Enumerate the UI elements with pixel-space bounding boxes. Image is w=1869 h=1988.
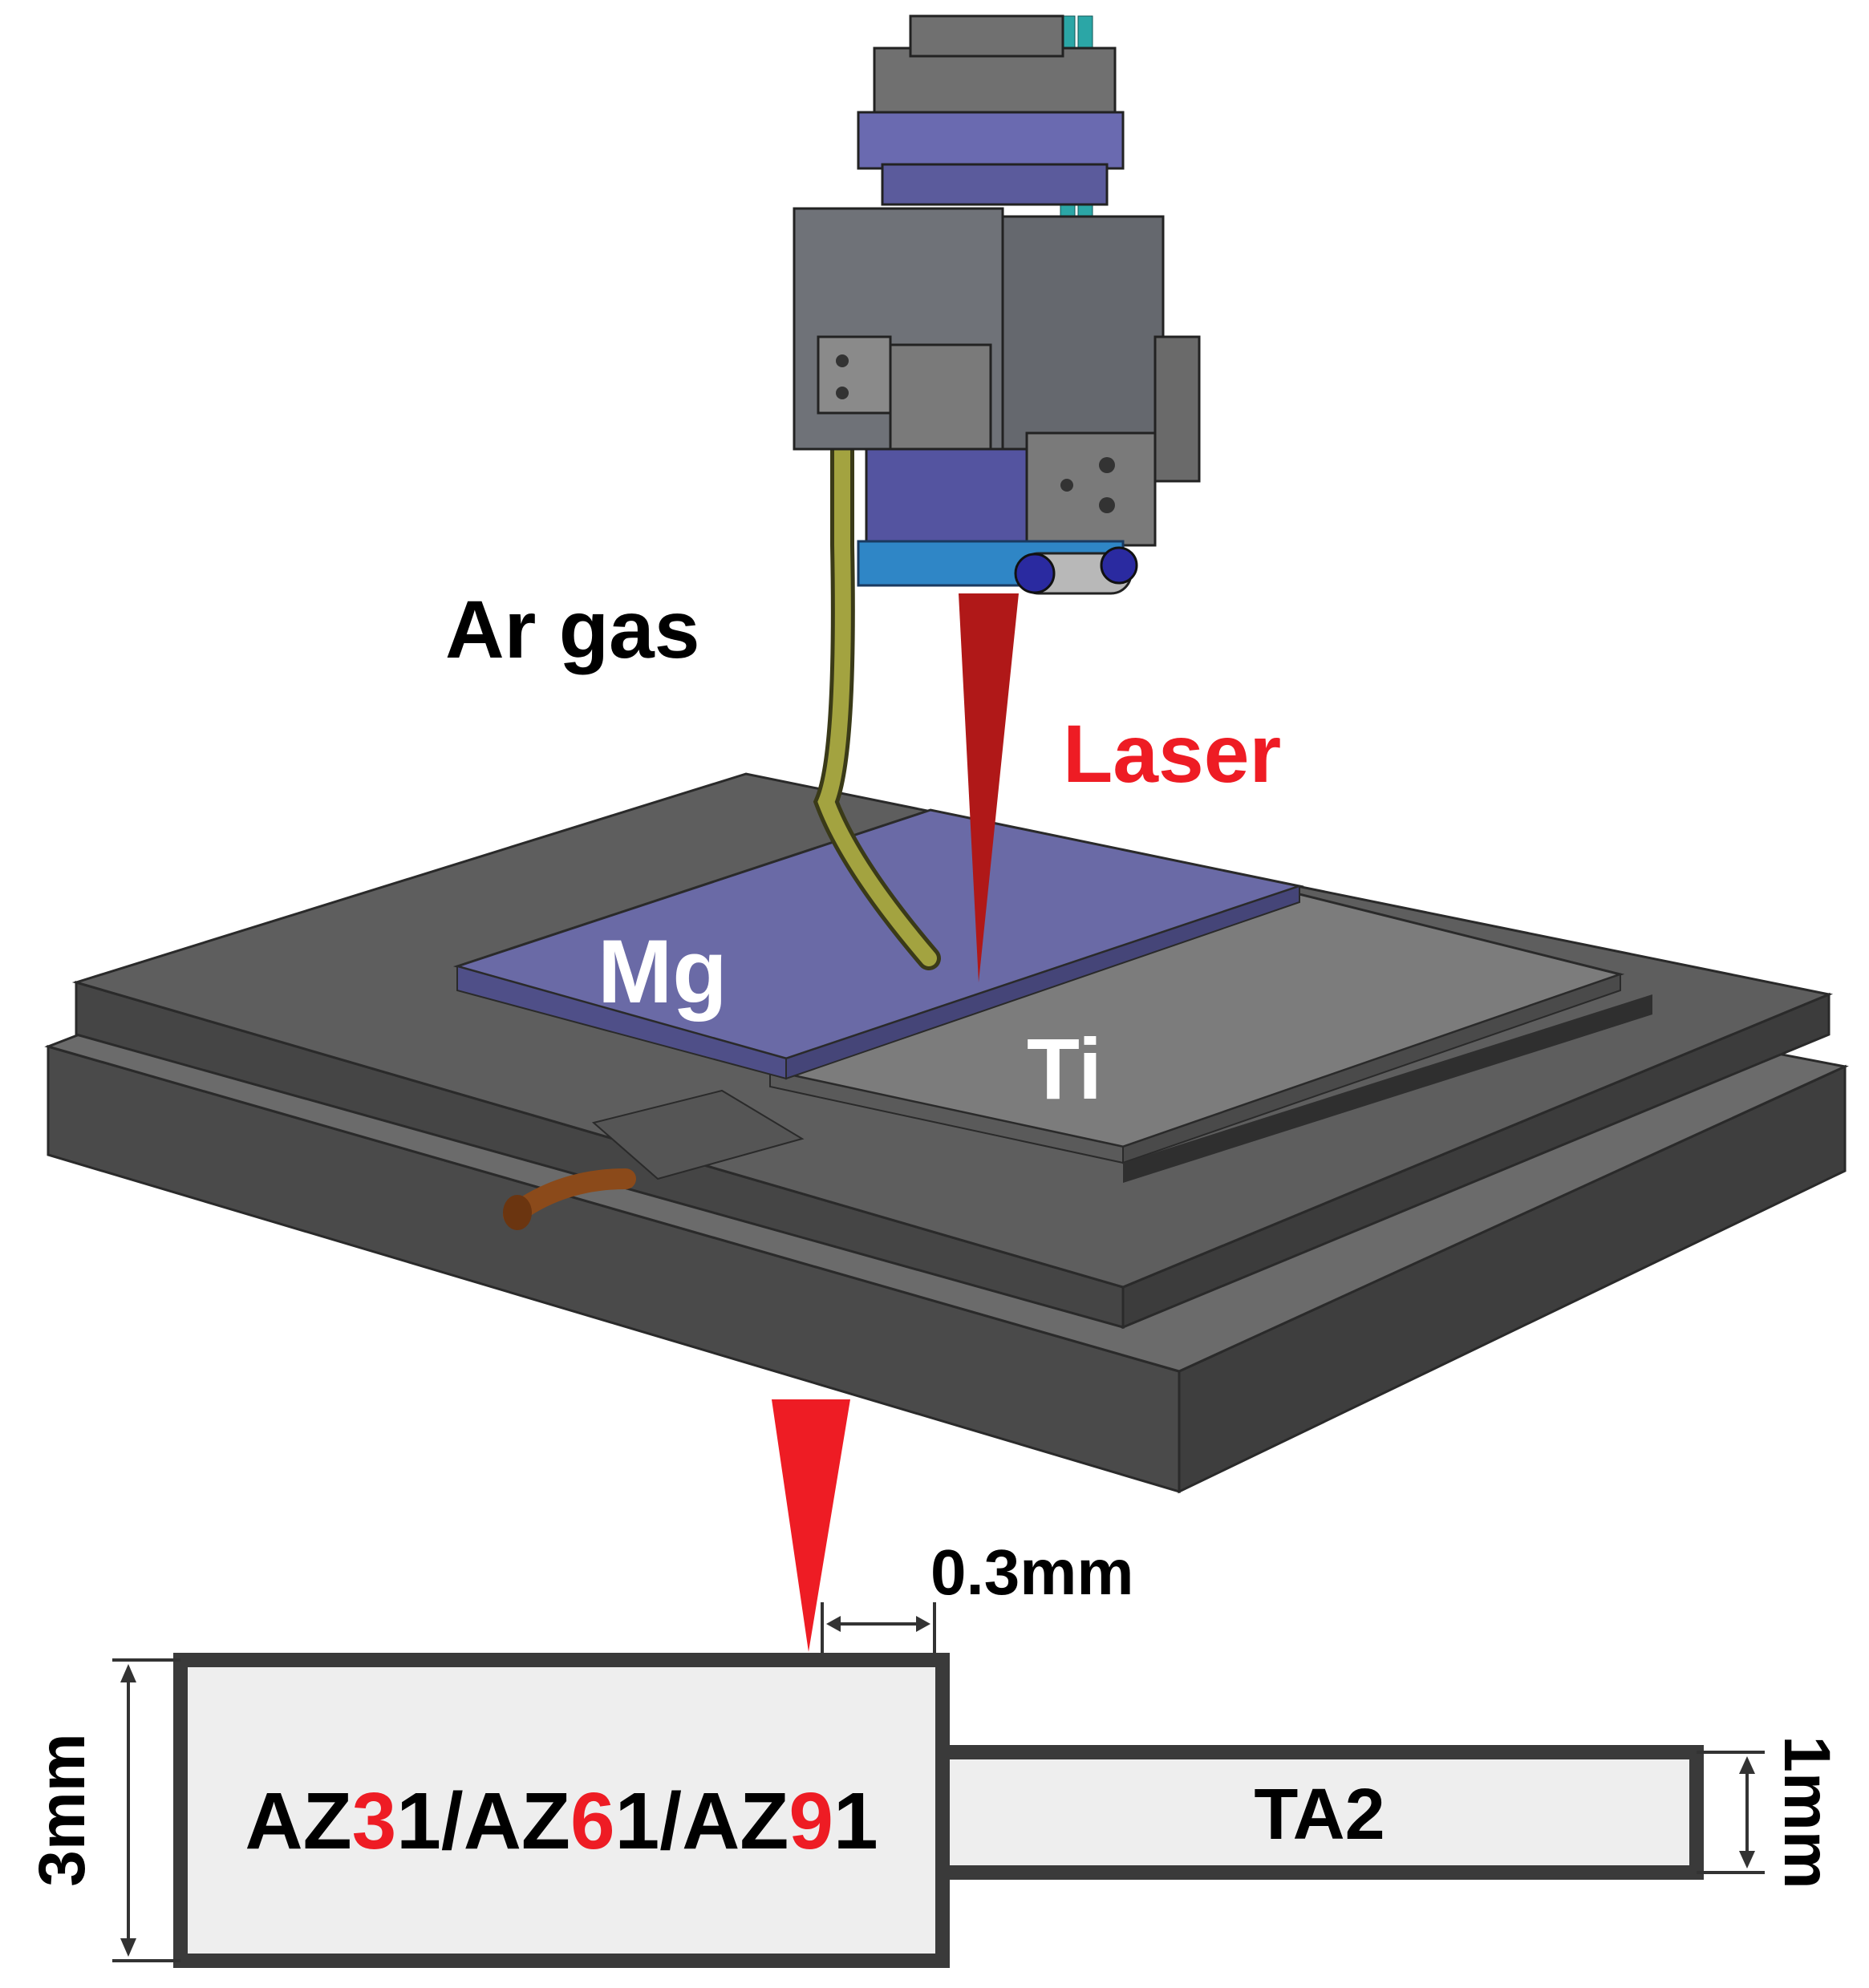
alloy-az-2: AZ [464,1776,570,1866]
alloy-highlight-1: 3 [352,1776,397,1866]
alloy-sep-1: / [441,1776,464,1866]
alloy-az-3: AZ [682,1776,789,1866]
alloy-suffix-3: 1 [833,1776,878,1866]
mg-label: Mg [598,921,728,1022]
gap-label: 0.3mm [930,1537,1133,1608]
mg-plate [452,808,1304,1080]
ar-gas-label: Ar gas [445,584,699,675]
mg-thickness-arrow [112,1658,180,1962]
laser-label: Laser [1063,708,1281,800]
laser-head [793,14,1201,595]
cross-section-laser [772,1399,850,1652]
laser-beam [959,593,1019,982]
fixture-screw-icon [503,1168,636,1230]
ti-grade-label: TA2 [1254,1775,1385,1855]
mg-cross-section [173,1653,950,1968]
alloy-highlight-3: 9 [789,1776,833,1866]
ti-cross-section [935,1745,1704,1880]
ti-thickness-label: 1mm [1770,1735,1843,1889]
alloy-suffix-1: 1 [396,1776,441,1866]
ti-plate [765,893,1652,1183]
mg-alloy-label: AZ31/AZ61/AZ91 [245,1776,878,1866]
ti-thickness-arrow [1697,1751,1765,1874]
alloy-suffix-2: 1 [615,1776,660,1866]
alloy-az-1: AZ [245,1776,351,1866]
alloy-highlight-2: 6 [570,1776,615,1866]
ti-label: Ti [1027,1020,1102,1117]
alloy-sep-2: / [659,1776,682,1866]
mg-thickness-label: 3mm [26,1733,99,1886]
gap-dimension-arrow [821,1602,936,1656]
